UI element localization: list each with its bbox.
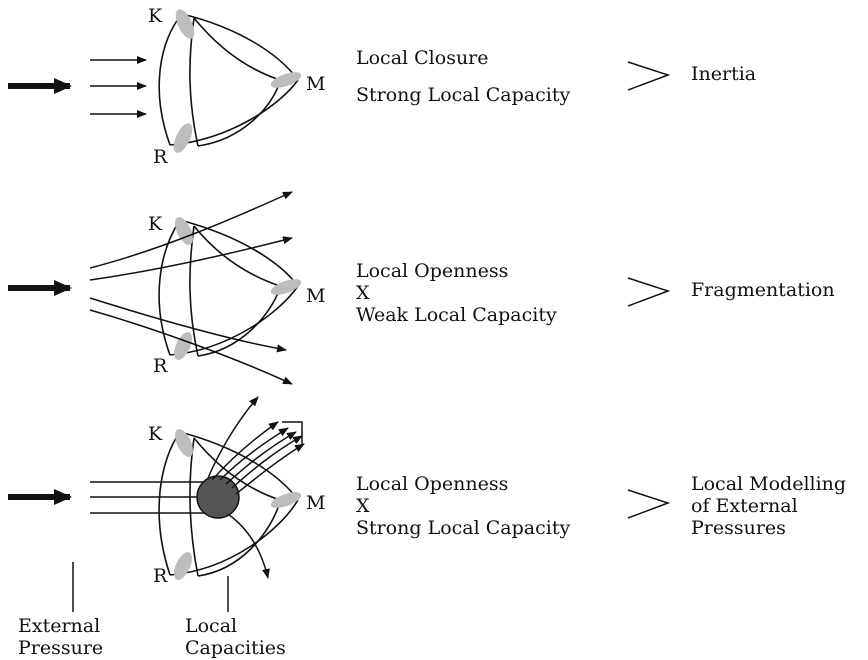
row-2-condition-2: X — [356, 282, 370, 304]
row-1-r-label: R — [153, 146, 168, 168]
row-3-condition-2: X — [356, 495, 370, 517]
external-pressure-caption-line-2: Pressure — [18, 637, 103, 659]
row-3-m-label: M — [306, 492, 325, 514]
row-3-greater-than-sign — [627, 489, 671, 519]
row-2-condition-1: Local Openness — [356, 260, 508, 282]
row-2-k-label: K — [148, 213, 163, 235]
row-3-k-node — [175, 429, 193, 457]
row-3-k-label: K — [148, 423, 163, 445]
row-2-k-node — [175, 217, 193, 245]
row-1-triangle — [158, 13, 299, 147]
row-3-local-capacity-core — [196, 475, 240, 519]
captions: External Pressure Local Capacities — [18, 562, 286, 659]
row-2-pressure-lines — [89, 191, 293, 385]
row-2-r-label: R — [153, 355, 168, 377]
row-3-triangle — [158, 431, 299, 577]
row-1-condition-1: Local Closure — [356, 47, 489, 69]
row-3-m-node — [270, 492, 302, 508]
row-3-r-node — [174, 552, 192, 580]
row-1-panel: K M R Local Closure Strong Local Capacit… — [8, 5, 756, 168]
row-1-outcome-1: Inertia — [691, 63, 756, 85]
row-2-m-label: M — [306, 285, 325, 307]
row-1-m-node — [270, 72, 302, 88]
row-3-outflow-arrows — [207, 396, 305, 579]
row-2-m-node — [270, 279, 302, 295]
row-3-condition-1: Local Openness — [356, 473, 508, 495]
row-2-greater-than-sign — [627, 277, 671, 307]
row-3-condition-3: Strong Local Capacity — [356, 517, 570, 539]
local-capacities-caption-line-1: Local — [185, 615, 237, 637]
row-3-outcome-3: Pressures — [691, 517, 786, 539]
row-3-r-label: R — [153, 565, 168, 587]
external-pressure-caption-line-1: External — [18, 615, 100, 637]
row-3-outcome-2: of External — [691, 495, 798, 517]
row-1-greater-than-sign — [627, 61, 671, 91]
row-3-outcome-1: Local Modelling — [691, 473, 846, 495]
row-3-panel: K M R Local Openness X Strong Local Capa… — [8, 396, 846, 587]
row-1-condition-2: Strong Local Capacity — [356, 84, 570, 106]
row-2-panel: K M R Local Openness X Weak Local Capaci… — [8, 191, 835, 385]
row-1-r-node — [173, 123, 193, 153]
local-capacities-caption-line-2: Capacities — [185, 637, 286, 659]
row-1-m-label: M — [306, 73, 325, 95]
row-1-k-label: K — [148, 5, 163, 27]
row-2-r-node — [174, 332, 192, 360]
row-2-outcome-1: Fragmentation — [691, 279, 835, 301]
row-1-k-node — [175, 9, 195, 39]
row-2-condition-3: Weak Local Capacity — [356, 304, 557, 326]
row-3-corner-bracket — [282, 421, 303, 444]
